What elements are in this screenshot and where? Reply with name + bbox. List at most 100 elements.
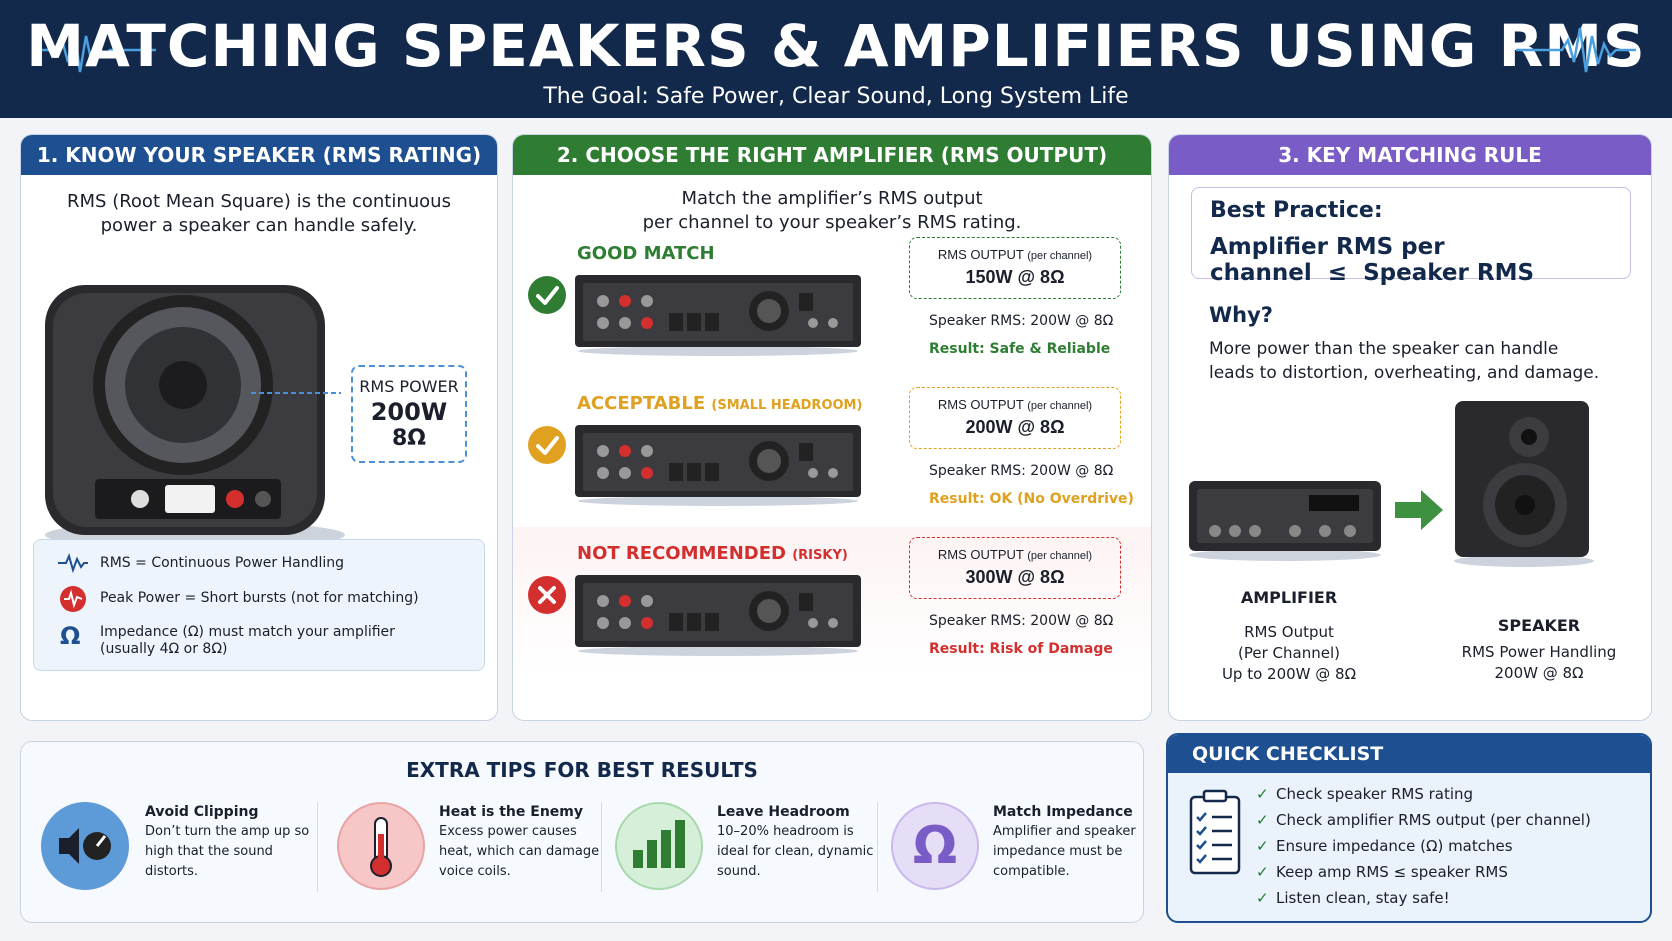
speaker-rms: Speaker RMS: 200W @ 8Ω [929, 613, 1114, 629]
omega-icon: Ω [891, 802, 979, 890]
rms-output-box: RMS OUTPUT (per channel) 150W @ 8Ω [909, 237, 1121, 299]
panel-intro: RMS (Root Mean Square) is the continuous… [21, 190, 497, 238]
panel-choose-amplifier: 2. CHOOSE THE RIGHT AMPLIFIER (RMS OUTPU… [512, 134, 1152, 721]
legend-impedance-line: (usually 4Ω or 8Ω) [100, 641, 228, 657]
legend-impedance: Impedance (Ω) must match your amplifier … [100, 624, 395, 658]
tip-line: ideal for clean, dynamic [717, 844, 874, 859]
rule-left: Amplifier RMS per channel [1210, 234, 1445, 286]
amplifier-image [573, 571, 863, 662]
why-line: leads to distortion, overheating, and da… [1209, 363, 1600, 383]
tip-title: Avoid Clipping [145, 804, 259, 820]
checklist-title: QUICK CHECKLIST [1168, 735, 1650, 773]
tip-line: sound. [717, 864, 761, 879]
rms-output-label-small: (per channel) [1027, 550, 1093, 562]
amplifier-image [1189, 481, 1381, 561]
rms-output-label-small: (per channel) [1027, 400, 1093, 412]
amplifier-image [573, 421, 863, 512]
tip-desc: Don’t turn the amp up so high that the so… [145, 822, 309, 882]
intro-line: RMS (Root Mean Square) is the continuous [67, 191, 451, 212]
speaker-caption: SPEAKER RMS Power Handling 200W @ 8Ω [1439, 615, 1639, 684]
row-result: Result: Risk of Damage [929, 641, 1113, 657]
callout-label: RMS POWER [359, 377, 459, 396]
rule-operator: ≤ [1327, 260, 1348, 286]
divider [877, 802, 878, 892]
checklist-item-text: Check speaker RMS rating [1276, 785, 1474, 803]
panel-intro: Match the amplifier’s RMS output per cha… [513, 187, 1151, 235]
tip-line: Don’t turn the amp up so [145, 824, 310, 839]
tip-desc: 10–20% headroom is ideal for clean, dynam… [717, 822, 873, 882]
callout-line [251, 392, 341, 394]
legend-box: RMS = Continuous Power Handling Peak Pow… [33, 539, 485, 671]
why-text: More power than the speaker can handle l… [1209, 337, 1599, 385]
tip-line: compatible. [993, 864, 1070, 879]
legend-rms: RMS = Continuous Power Handling [100, 555, 345, 571]
tips-title: EXTRA TIPS FOR BEST RESULTS [406, 758, 758, 782]
panel-quick-checklist: QUICK CHECKLIST ✓Check speaker RMS ratin… [1166, 733, 1652, 923]
rms-output-label: RMS OUTPUT (per channel) [910, 397, 1120, 412]
tip-line: high that the sound [145, 844, 273, 859]
rms-output-label: RMS OUTPUT (per channel) [910, 247, 1120, 262]
row-title-main: GOOD MATCH [577, 243, 715, 264]
rms-output-value: 150W @ 8Ω [965, 267, 1065, 287]
speaker-image [1454, 401, 1594, 567]
tip-line: 10–20% headroom is [717, 824, 854, 839]
tip-line: impedance must be [993, 844, 1123, 859]
callout-ohms: 8Ω [391, 426, 426, 451]
rms-output-box: RMS OUTPUT (per channel) 200W @ 8Ω [909, 387, 1121, 449]
legend-impedance-line: Impedance (Ω) must match your amplifier [100, 624, 395, 640]
arrow-right-icon [1395, 490, 1443, 530]
checklist-item-text: Keep amp RMS ≤ speaker RMS [1276, 863, 1508, 881]
peak-pulse-icon [60, 586, 86, 612]
check-circle-icon: ✓ [1256, 863, 1269, 881]
row-title: GOOD MATCH [577, 243, 715, 264]
volume-knob-icon [41, 802, 129, 890]
speaker-rms: Speaker RMS: 200W @ 8Ω [929, 313, 1114, 329]
intro-line: Match the amplifier’s RMS output [681, 188, 983, 209]
amplifier-title: AMPLIFIER [1240, 588, 1338, 607]
rms-power-callout: RMS POWER 200W 8Ω [351, 365, 467, 463]
amplifier-line: (Per Channel) [1238, 644, 1340, 662]
header-banner: MATCHING SPEAKERS & AMPLIFIERS USING RMS… [0, 0, 1672, 118]
waveform-icon [1516, 27, 1636, 73]
rms-output-label: RMS OUTPUT (per channel) [910, 547, 1120, 562]
checklist-item: ✓Listen clean, stay safe! [1256, 889, 1450, 907]
x-circle-icon [527, 575, 567, 620]
page-title: MATCHING SPEAKERS & AMPLIFIERS USING RMS [26, 12, 1646, 80]
page-subtitle: The Goal: Safe Power, Clear Sound, Long … [543, 84, 1129, 109]
rms-output-value: 200W @ 8Ω [965, 417, 1065, 437]
subwoofer-image [45, 285, 345, 549]
rms-output-label-main: RMS OUTPUT [937, 397, 1024, 412]
checklist-item: ✓Ensure impedance (Ω) matches [1256, 837, 1513, 855]
panel-key-rule: 3. KEY MATCHING RULE Best Practice: Ampl… [1168, 134, 1652, 721]
why-line: More power than the speaker can handle [1209, 339, 1559, 359]
checklist-item: ✓ Keep amp RMS ≤ speaker RMS [1256, 863, 1508, 881]
speaker-line: 200W @ 8Ω [1494, 664, 1584, 682]
intro-line: power a speaker can handle safely. [100, 215, 418, 236]
thermometer-icon [337, 802, 425, 890]
rule-right: Speaker RMS [1363, 260, 1535, 286]
waveform-icon [36, 27, 156, 73]
rms-output-label-main: RMS OUTPUT [937, 247, 1024, 262]
amplifier-caption: AMPLIFIER RMS Output (Per Channel) Up to… [1169, 587, 1409, 685]
checklist-item: ✓Check speaker RMS rating [1256, 785, 1473, 803]
waveform-icon [58, 553, 88, 573]
row-title-main: ACCEPTABLE [577, 393, 706, 414]
row-title-main: NOT RECOMMENDED [577, 543, 786, 564]
amplifier-line: Up to 200W @ 8Ω [1221, 665, 1357, 683]
row-title: ACCEPTABLE (SMALL HEADROOM) [577, 393, 862, 414]
callout-watts: 200W [370, 398, 448, 426]
clipboard-icon [1189, 789, 1241, 875]
tip-line: voice coils. [439, 864, 511, 879]
rms-output-label-small: (per channel) [1027, 250, 1093, 262]
intro-line: per channel to your speaker’s RMS rating… [642, 212, 1022, 233]
checklist-item-text: Check amplifier RMS output (per channel) [1276, 811, 1591, 829]
rms-output-label-main: RMS OUTPUT [937, 547, 1024, 562]
omega-icon: Ω [60, 622, 81, 650]
checklist-item-text: Ensure impedance (Ω) matches [1276, 837, 1513, 855]
rule-formula: Amplifier RMS per channel ≤ Speaker RMS [1210, 234, 1630, 286]
legend-peak: Peak Power = Short bursts (not for match… [100, 590, 419, 606]
panel-title: 2. CHOOSE THE RIGHT AMPLIFIER (RMS OUTPU… [513, 135, 1151, 175]
